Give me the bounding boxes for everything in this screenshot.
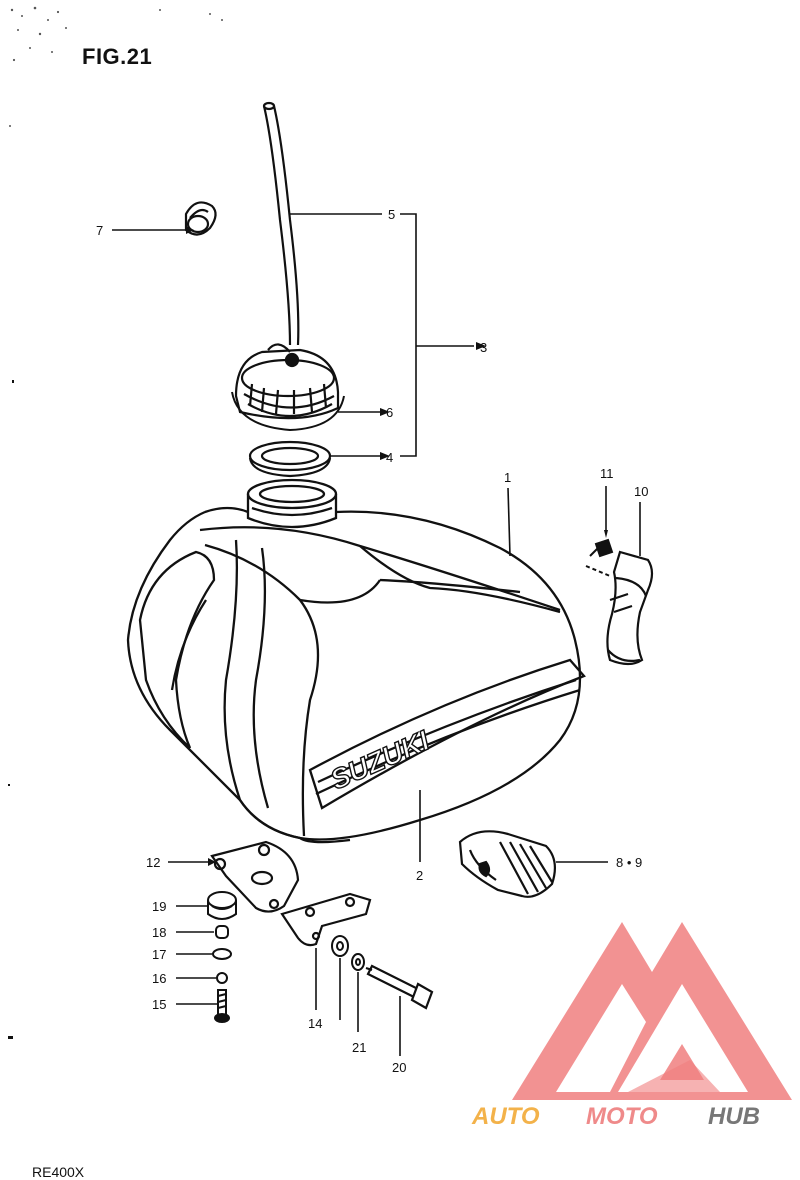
watermark-hub: HUB (708, 1103, 760, 1130)
fuel-cap (231, 343, 345, 432)
fuel-tank (126, 478, 586, 844)
callout-6: 6 (386, 405, 393, 420)
callout-10: 10 (634, 484, 648, 499)
watermark-auto: AUTO (471, 1103, 540, 1130)
mount-bolt (365, 964, 434, 1010)
callout-13: 14 (308, 1016, 322, 1031)
callout-15: 16 (152, 971, 166, 986)
leader-lines (112, 213, 641, 1056)
callout-8-9: 8 • 9 (616, 855, 642, 870)
cushion-stack (207, 891, 237, 1023)
callout-18: 19 (152, 899, 166, 914)
watermark-moto: MOTO (586, 1103, 658, 1130)
scan-marks (8, 380, 14, 1039)
model-code: RE400X (32, 1164, 85, 1180)
callout-1: 1 (504, 470, 511, 485)
side-cover (458, 830, 557, 898)
figure-title: FIG.21 (82, 44, 153, 69)
callout-17: 18 (152, 925, 166, 940)
clamp-bolt (585, 538, 614, 577)
callout-7: 7 (96, 223, 103, 238)
watermark-logo: AUTO MOTO HUB (471, 922, 792, 1130)
callout-19: 20 (392, 1060, 406, 1075)
callout-11: 11 (600, 466, 614, 481)
tank-clamp (606, 550, 654, 666)
leader-arrows (186, 226, 608, 866)
front-bracket (210, 840, 300, 913)
washer-21 (331, 935, 349, 957)
callout-20: 21 (352, 1040, 366, 1055)
rear-bracket (280, 892, 372, 947)
callout-3: 3 (480, 340, 487, 355)
cap-gasket (248, 440, 332, 478)
callout-2: 2 (416, 868, 423, 883)
callout-16: 17 (152, 947, 166, 962)
scan-noise (9, 6, 223, 127)
callout-12: 12 (146, 855, 160, 870)
callout-4: 4 (386, 450, 393, 465)
callout-14: 15 (152, 997, 166, 1012)
hose-clip (184, 201, 217, 236)
washer-20 (351, 953, 365, 971)
callout-5: 5 (388, 207, 395, 222)
callout-labels: 5 3 6 4 7 1 11 10 2 8 • 9 12 19 18 17 16… (96, 207, 648, 1075)
vent-hose (262, 101, 300, 346)
